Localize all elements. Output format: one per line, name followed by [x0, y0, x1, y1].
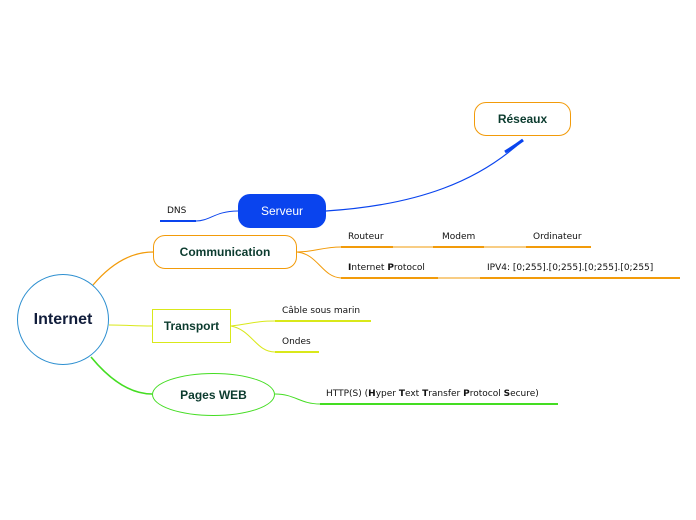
node-transport[interactable]: Transport: [152, 309, 231, 343]
leaf-routeur-underline: [341, 246, 393, 248]
link-reseaux-stub: [504, 138, 524, 154]
leaf-modem[interactable]: Modem: [442, 232, 476, 242]
node-serveur[interactable]: Serveur: [238, 194, 326, 228]
http-ransfer: ransfer: [428, 389, 464, 399]
link-internet-pages: [90, 356, 153, 395]
http-t2: T: [422, 389, 429, 399]
pages-web-label: Pages WEB: [180, 387, 247, 402]
leaf-ondes[interactable]: Ondes: [282, 337, 311, 347]
leaf-ipv4[interactable]: IPV4: [0;255].[0;255].[0;255].[0;255]: [487, 263, 654, 273]
http-h: H: [368, 389, 376, 399]
leaf-internet-protocol[interactable]: Internet Protocol: [348, 263, 425, 273]
node-pages-web[interactable]: Pages WEB: [152, 373, 275, 416]
transport-label: Transport: [163, 319, 220, 333]
ip-rest-2: rotocol: [393, 263, 425, 273]
leaf-https[interactable]: HTTP(S) (Hyper Text Transfer Protocol Se…: [326, 389, 539, 399]
ip-initial-p: P: [387, 263, 394, 273]
link-internet-transport: [108, 324, 153, 327]
node-reseaux[interactable]: Réseaux: [474, 102, 571, 136]
http-t1: T: [398, 389, 405, 399]
link-pages-http: [274, 393, 321, 405]
link-serveur-dns: [195, 210, 239, 222]
http-p: P: [463, 389, 470, 399]
root-label: Internet: [33, 310, 93, 328]
link-internet-communication: [92, 251, 154, 286]
http-ext: ext: [404, 389, 423, 399]
node-communication[interactable]: Communication: [153, 235, 297, 269]
link-serveur-reseaux: [325, 139, 524, 212]
link-comm-routeur: [296, 246, 342, 253]
leaf-https-underline: [320, 403, 558, 405]
leaf-routeur[interactable]: Routeur: [348, 232, 384, 242]
link-transport-ondes: [230, 325, 276, 353]
communication-label: Communication: [179, 245, 271, 259]
leaf-ondes-underline: [275, 351, 319, 353]
ip-initial-i: I: [348, 263, 352, 273]
http-ecure: ecure): [510, 389, 539, 399]
leaf-ip-underline: [341, 277, 438, 279]
serveur-label: Serveur: [260, 204, 304, 218]
ip-rest-1: nternet: [351, 263, 388, 273]
http-pre: HTTP(S) (: [326, 389, 369, 399]
leaf-ordinateur[interactable]: Ordinateur: [533, 232, 582, 242]
root-node-internet[interactable]: Internet: [17, 274, 109, 365]
http-yper: yper: [375, 389, 399, 399]
reseaux-label: Réseaux: [497, 112, 548, 126]
leaf-modem-underline: [433, 246, 484, 248]
leaf-ordinateur-underline: [526, 246, 591, 248]
http-s: S: [503, 389, 511, 399]
leaf-cable-underline: [275, 320, 371, 322]
leaf-dns-underline: [160, 220, 196, 222]
leaf-ipv4-underline: [480, 277, 680, 279]
leaf-dns[interactable]: DNS: [167, 206, 187, 216]
http-rotocol: rotocol: [469, 389, 504, 399]
link-comm-ip: [296, 251, 342, 279]
leaf-cable[interactable]: Câble sous marin: [282, 306, 361, 316]
link-transport-cable: [230, 320, 276, 327]
